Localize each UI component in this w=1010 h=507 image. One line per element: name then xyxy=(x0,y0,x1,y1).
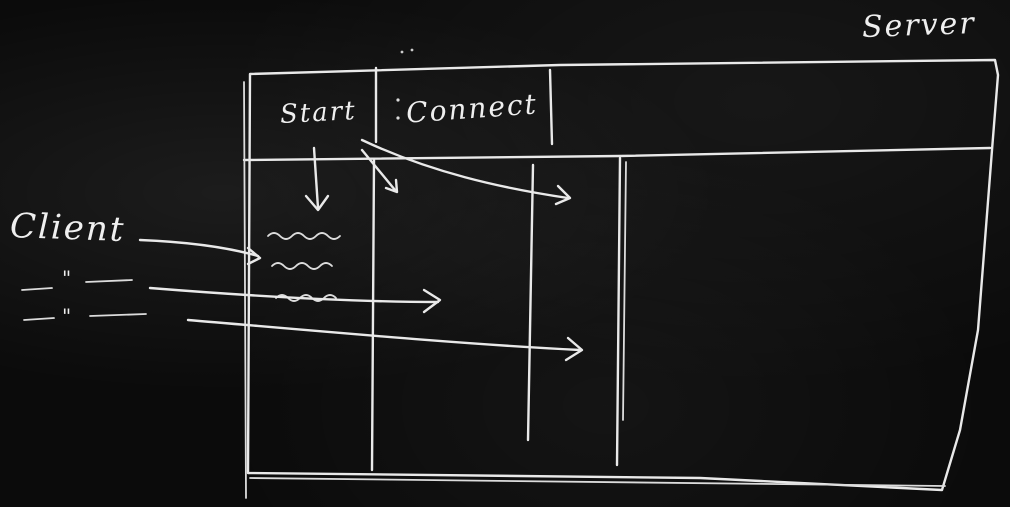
ditto-mark-2: " xyxy=(62,304,74,328)
ditto-mark-1: " xyxy=(62,266,74,290)
ditto-dash-1b xyxy=(85,279,133,283)
window-frame xyxy=(246,58,1000,492)
left-edge-line xyxy=(243,81,247,499)
client-arrow-1 xyxy=(138,238,260,258)
server-label: Server xyxy=(861,6,977,45)
client-entry-2 xyxy=(271,262,333,270)
tab-separator-2 xyxy=(548,68,554,146)
ditto-dash-1a xyxy=(21,287,53,291)
connect-to-column3-arrowhead xyxy=(554,184,572,206)
chalk-dot xyxy=(410,48,414,52)
client-arrowhead-1 xyxy=(246,246,262,266)
column-divider-3 xyxy=(615,156,622,467)
start-tab-label: Start xyxy=(279,96,358,130)
column-divider-3b xyxy=(622,161,627,421)
ditto-dash-2b xyxy=(89,313,147,317)
start-down-arrow xyxy=(312,146,320,210)
client-label: Client xyxy=(9,205,127,251)
header-divider xyxy=(242,146,992,162)
client-arrow-2 xyxy=(148,286,440,304)
connect-to-column3-arrow xyxy=(360,138,570,200)
client-arrow-3 xyxy=(186,318,582,352)
start-down-arrowhead xyxy=(304,194,330,212)
client-arrowhead-3 xyxy=(564,336,584,362)
client-arrowhead-2 xyxy=(422,288,442,314)
column-divider-1 xyxy=(370,158,376,472)
client-entry-1 xyxy=(267,232,341,240)
ditto-dash-2a xyxy=(23,317,55,321)
bottom-line xyxy=(249,477,946,487)
chalk-dot xyxy=(396,116,400,120)
chalk-dot xyxy=(400,50,404,54)
start-to-column2-arrowhead xyxy=(384,178,399,194)
start-to-column2-arrow xyxy=(360,148,397,192)
chalk-dot xyxy=(396,98,400,102)
column-divider-2 xyxy=(526,163,535,442)
